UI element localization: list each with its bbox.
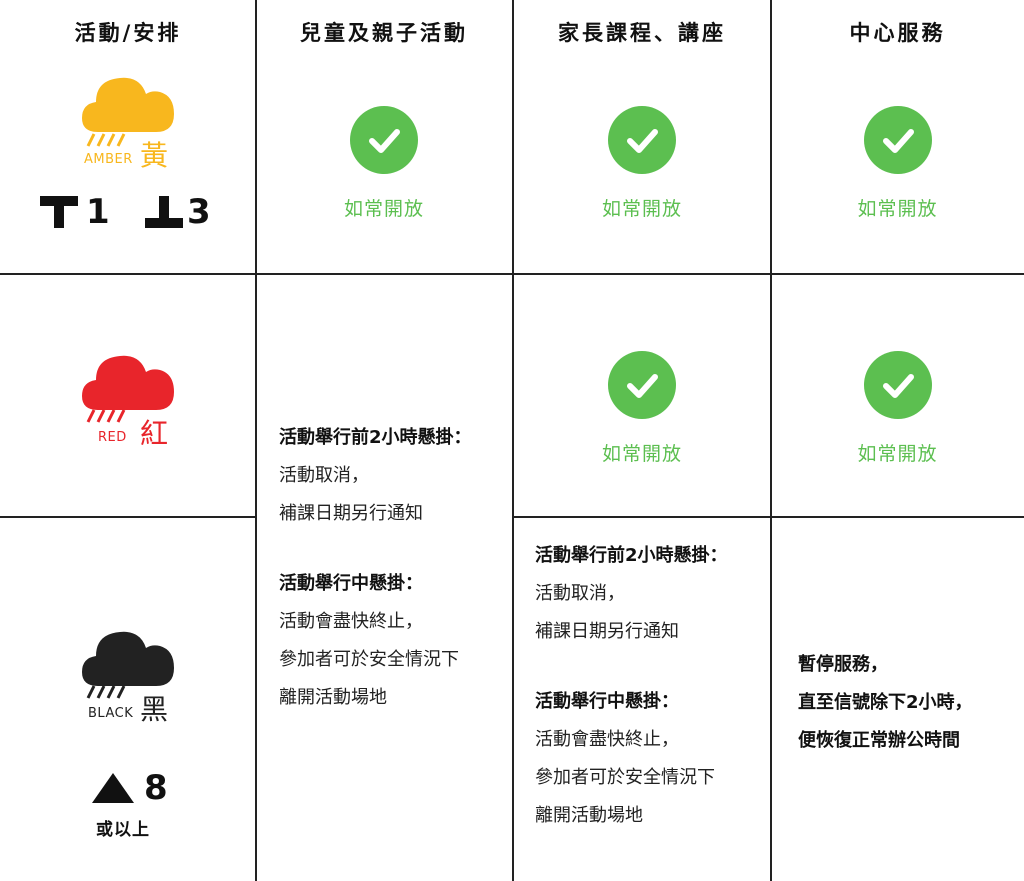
open-status-label: 如常開放 [857,198,938,220]
check-icon [608,106,676,174]
signal-3-number: 3 [187,192,211,232]
black-rain-streaks [82,684,142,704]
before-line1: 活動取消， [279,465,369,486]
header-children-activities: 兒童及親子活動 [300,21,468,45]
suspend-line2: 直至信號除下2小時， [798,692,973,713]
during-line2: 參加者可於安全情況下 [535,767,715,788]
header-center-services: 中心服務 [849,21,946,45]
amber-children-status: 如常開放 [256,106,512,221]
during-line3: 離開活動場地 [279,687,387,708]
during-line1: 活動會盡快終止， [279,611,423,632]
hline-2a [0,516,256,518]
red-rain-cloud-icon [80,352,176,416]
amber-label-en: AMBER [84,152,133,167]
during-title: 活動舉行中懸掛： [535,691,679,712]
amber-parent-status: 如常開放 [513,106,771,221]
center-service-suspension: 暫停服務， 直至信號除下2小時， 便恢復正常辦公時間 [798,646,973,760]
hline-2c [512,516,771,518]
hline-2b [770,516,1024,518]
inverted-t-signal-icon [145,196,183,228]
before-line1: 活動取消， [535,583,625,604]
before-line2: 補課日期另行通知 [279,503,423,524]
amber-rain-cloud-icon [80,74,176,138]
check-icon [608,351,676,419]
header-parent-courses: 家長課程、講座 [558,21,726,45]
triangle-signal-icon [92,773,134,803]
during-line2: 參加者可於安全情況下 [279,649,459,670]
parent-course-rules: 活動舉行前2小時懸掛： 活動取消， 補課日期另行通知 活動舉行中懸掛： 活動會盡… [535,537,728,835]
suspend-line1: 暫停服務， [798,654,888,675]
before-title: 活動舉行前2小時懸掛： [535,545,728,566]
red-rain-streaks [82,408,142,428]
check-icon [863,106,932,174]
amber-label-zh: 黃 [140,139,169,172]
open-status-label: 如常開放 [857,443,938,465]
signal-inverted-t3: 3 [145,192,211,232]
black-rain-cloud-icon [80,628,176,692]
header-arrangement: 活動/安排 [74,21,182,45]
during-line1: 活動會盡快終止， [535,729,679,750]
hline-1 [0,273,1024,275]
open-status-label: 如常開放 [601,443,682,465]
suspend-line3: 便恢復正常辦公時間 [798,730,960,751]
open-status-label: 如常開放 [343,198,424,220]
amber-center-status: 如常開放 [771,106,1024,221]
vline-2 [512,0,514,881]
before-title: 活動舉行前2小時懸掛： [279,427,472,448]
signal-1-number: 1 [86,192,110,232]
black-label-zh: 黑 [140,693,169,726]
signal-8-or-above: 或以上 [96,820,150,840]
t-signal-icon [40,196,78,228]
signal-triangle-8: 8 [90,768,168,808]
check-icon [350,106,418,174]
red-parent-status: 如常開放 [513,351,771,466]
red-label-zh: 紅 [140,417,169,450]
children-activity-rules: 活動舉行前2小時懸掛： 活動取消， 補課日期另行通知 活動舉行中懸掛： 活動會盡… [279,419,472,717]
red-label-en: RED [98,430,127,445]
vline-1 [255,0,257,881]
signal-t1: 1 [40,192,110,232]
during-line3: 離開活動場地 [535,805,643,826]
vline-3 [770,0,772,881]
before-line2: 補課日期另行通知 [535,621,679,642]
red-center-status: 如常開放 [771,351,1024,466]
signal-8-number: 8 [144,768,168,808]
amber-rain-streaks [82,132,142,152]
black-label-en: BLACK [88,706,134,721]
during-title: 活動舉行中懸掛： [279,573,423,594]
open-status-label: 如常開放 [601,198,682,220]
check-icon [863,351,932,419]
